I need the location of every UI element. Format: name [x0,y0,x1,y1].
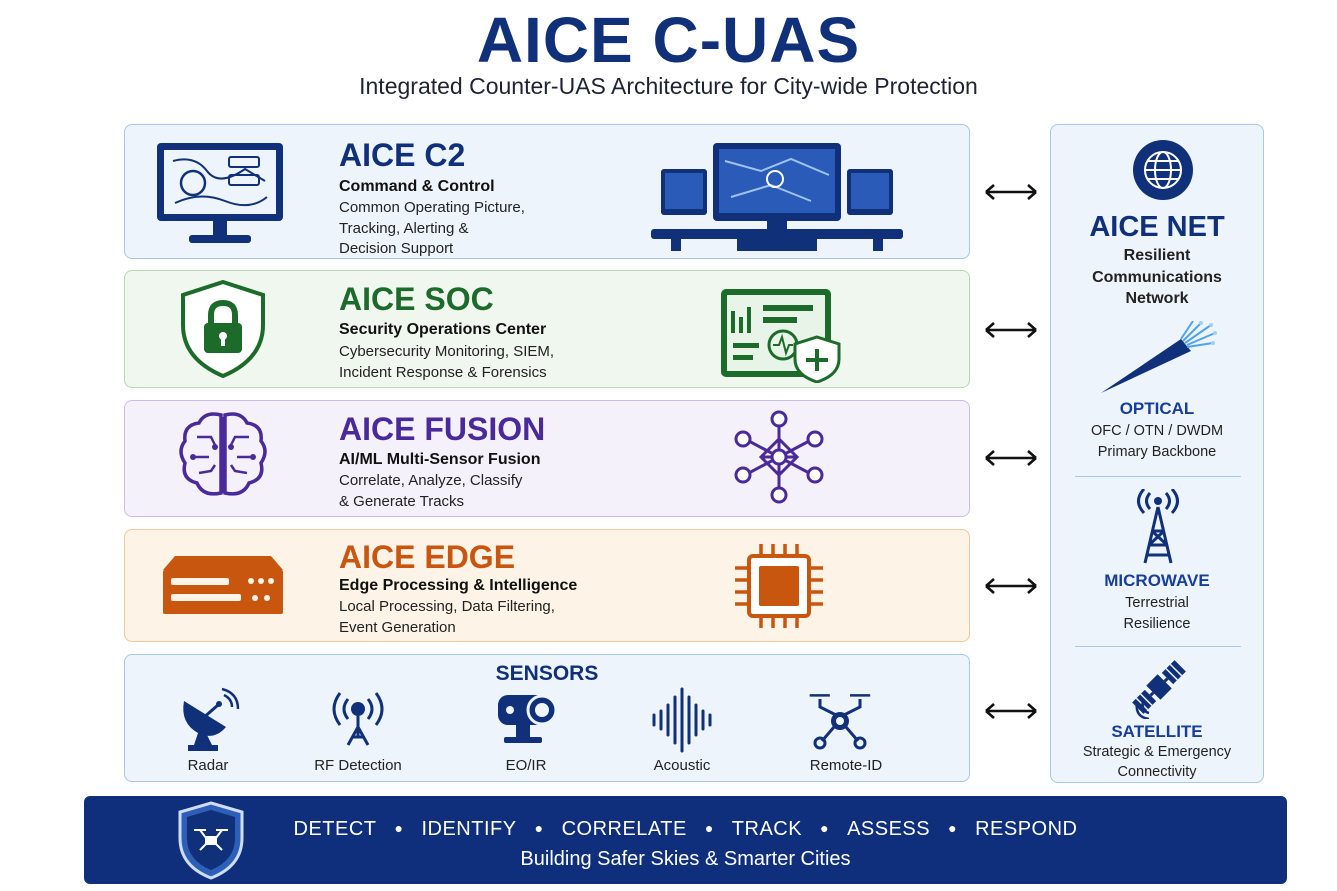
edge-subtitle: Edge Processing & Intelligence [339,577,578,594]
action-correlate: CORRELATE [561,818,687,840]
microwave-heading: MICROWAVE [1104,571,1210,590]
sensor-eo-ir: EO/IR [461,683,591,775]
network-panel: AICE NET Resilient Communications Networ… [1050,124,1264,783]
network-divider [1075,646,1241,647]
sensor-radar-label: Radar [187,757,229,774]
satellite-icon [1132,660,1186,719]
edge-description: Local Processing, Data Filtering, Event … [339,598,555,636]
camera-icon [498,694,558,743]
network-title: AICE NET [1089,211,1225,243]
sensors-net-arrow [985,703,1037,719]
action-track: TRACK [731,818,803,840]
optical-description: OFC / OTN / DWDM Primary Backbone [1090,423,1224,460]
bullet-separator: ● [704,820,714,836]
bullet-separator: ● [534,820,544,836]
fiber-optic-cable-icon [1101,321,1217,393]
action-assess: ASSESS [847,818,931,840]
mission-banner: DETECT ● IDENTIFY ● CORRELATE ● TRACK ● ASSESS ● R… [84,796,1287,884]
mission-actions: DETECT ● IDENTIFY ● CORRELATE ● TRACK ● ASSESS ● R… [84,816,1287,841]
brain-circuit-icon [179,412,267,496]
c2-net-arrow [985,184,1037,200]
processor-chip-icon [735,544,823,628]
sound-wave-icon [652,687,712,753]
satellite-description: Strategic & Emergency Connectivity [1082,744,1232,780]
shield-drone-icon [178,801,244,880]
microwave-tower-icon [1137,489,1179,564]
sensor-acoustic-label: Acoustic [653,757,711,774]
microwave-description: Terrestrial Resilience [1123,595,1191,632]
layer-sensors: SENSORS Radar RF Detection [124,654,970,782]
action-detect: DETECT [293,818,377,840]
rf-antenna-icon [332,692,384,746]
monitor-map-icon [157,143,283,243]
satellite-heading: SATELLITE [1111,722,1203,741]
soc-title: AICE SOC [339,281,494,317]
fusion-net-arrow [985,450,1037,466]
sensor-radar: Radar [143,683,273,775]
sensor-eo-ir-label: EO/IR [505,757,547,774]
radar-dish-icon [183,687,240,751]
c2-description: Common Operating Picture, Tracking, Aler… [339,199,525,257]
network-nodes-icon [734,410,824,504]
tagline: Building Safer Skies & Smarter Cities [520,848,851,870]
sensors-title: SENSORS [495,662,599,685]
fusion-subtitle: AI/ML Multi-Sensor Fusion [339,451,541,468]
soc-description: Cybersecurity Monitoring, SIEM, Incident… [339,343,555,381]
soc-subtitle: Security Operations Center [339,321,547,338]
bullet-separator: ● [948,820,958,836]
c2-title: AICE C2 [339,137,466,173]
globe-icon [1133,140,1193,200]
network-subtitle: Resilient Communications Network [1092,247,1222,307]
server-appliance-icon [163,556,283,614]
sensor-rf-detection-label: RF Detection [314,757,402,774]
security-dashboard-icon [721,289,841,383]
layer-fusion: AICE FUSION AI/ML Multi-Sensor Fusion Co… [124,400,970,517]
layer-soc: AICE SOC Security Operations Center Cybe… [124,270,970,388]
edge-net-arrow [985,578,1037,594]
fusion-description: Correlate, Analyze, Classify & Generate … [339,472,523,510]
bullet-separator: ● [820,820,830,836]
bullet-separator: ● [394,820,404,836]
action-respond: RESPOND [975,818,1078,840]
page-title: AICE C-UAS [476,4,861,76]
layer-c2: AICE C2 Command & Control Common Operati… [124,124,970,259]
sensor-remote-id: Remote-ID [781,683,911,775]
c2-subtitle: Command & Control [339,178,495,195]
network-divider [1075,476,1241,477]
sensor-rf-detection: RF Detection [293,683,423,775]
layer-edge: AICE EDGE Edge Processing & Intelligence… [124,529,970,642]
control-room-workstation-icon [651,143,903,251]
fusion-title: AICE FUSION [339,411,546,447]
optical-heading: OPTICAL [1119,399,1195,418]
sensor-remote-id-label: Remote-ID [809,757,883,774]
page-subtitle: Integrated Counter-UAS Architecture for … [359,73,978,99]
shield-lock-icon [181,279,265,379]
edge-title: AICE EDGE [339,539,516,575]
soc-net-arrow [985,322,1037,338]
action-identify: IDENTIFY [421,818,517,840]
drone-icon [809,694,871,750]
sensor-acoustic: Acoustic [617,683,747,775]
